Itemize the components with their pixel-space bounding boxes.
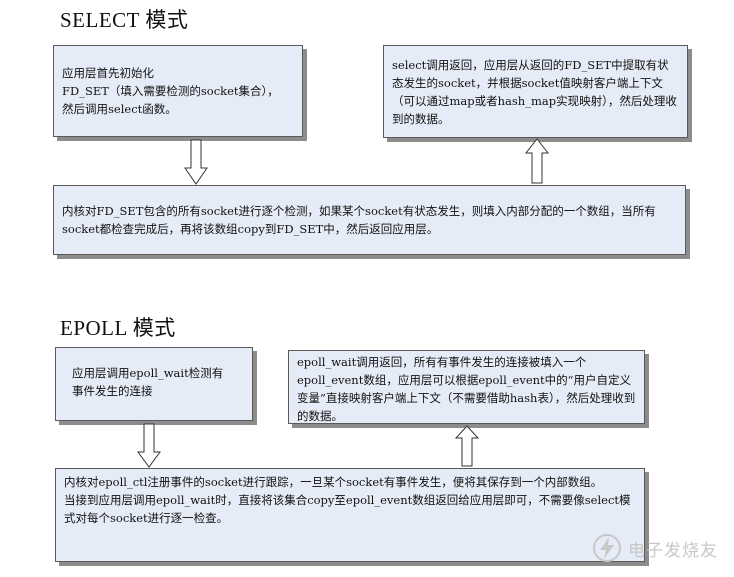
select-init-box: 应用层首先初始化 FD_SET（填入需要检测的socket集合）， 然后调用se… [53,45,303,137]
epoll-down-arrow [137,423,161,468]
lightning-logo-icon [593,534,621,562]
epoll-kernel-box: 内核对epoll_ctl注册事件的socket进行跟踪，一旦某个socket有事… [55,468,645,562]
select-kernel-box: 内核对FD_SET包含的所有socket进行逐个检测，如果某个socket有状态… [53,185,686,255]
select-return-text: select调用返回，应用层从返回的FD_SET中提取有状态发生的socket，… [392,58,677,126]
epoll-title: EPOLL 模式 [60,316,176,340]
watermark-text: 电子发烧友 [628,540,718,561]
epoll-up-arrow [454,425,480,467]
epoll-call-box: 应用层调用epoll_wait检测有 事件发生的连接 [55,347,253,421]
select-kernel-text: 内核对FD_SET包含的所有socket进行逐个检测，如果某个socket有状态… [62,204,656,236]
watermark: 电子发烧友 [592,533,718,563]
epoll-kernel-text: 内核对epoll_ctl注册事件的socket进行跟踪，一旦某个socket有事… [64,475,631,525]
select-init-text: 应用层首先初始化 FD_SET（填入需要检测的socket集合）， 然后调用se… [62,66,279,116]
epoll-return-box: epoll_wait调用返回，所有有事件发生的连接被填入一个epoll_even… [288,350,645,424]
select-down-arrow [184,139,208,185]
epoll-return-text: epoll_wait调用返回，所有有事件发生的连接被填入一个epoll_even… [297,355,636,423]
select-up-arrow [524,138,550,184]
select-return-box: select调用返回，应用层从返回的FD_SET中提取有状态发生的socket，… [383,45,688,138]
select-title: SELECT 模式 [60,8,189,32]
epoll-call-text: 应用层调用epoll_wait检测有 事件发生的连接 [72,366,224,398]
